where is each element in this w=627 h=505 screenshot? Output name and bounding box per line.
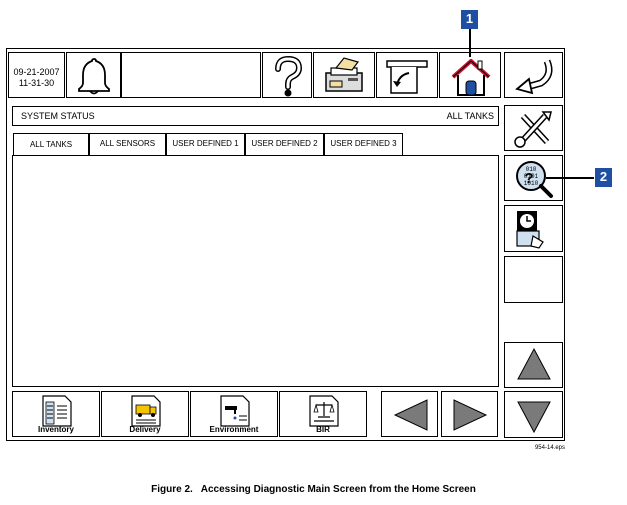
scroll-up-button[interactable]: [504, 342, 563, 388]
environment-button[interactable]: Environment: [190, 391, 278, 437]
inventory-report-icon: [42, 395, 72, 427]
delivery-label: Delivery: [129, 425, 161, 434]
svg-text:?: ?: [524, 170, 533, 187]
callout-2-line: [546, 177, 594, 179]
tab-all-sensors[interactable]: ALL SENSORS: [89, 133, 166, 155]
bell-icon: [78, 58, 110, 95]
tab-user-defined-2[interactable]: USER DEFINED 2: [245, 133, 324, 155]
paper-feed-button[interactable]: [376, 52, 438, 98]
svg-text:0101: 0101: [524, 173, 539, 180]
callout-1-line: [469, 29, 471, 57]
environment-faucet-icon: [220, 395, 250, 427]
printer-icon: [325, 57, 363, 92]
callout-1: 1: [461, 10, 478, 29]
clock-report-icon: [516, 211, 544, 249]
tab-user-defined-1[interactable]: USER DEFINED 1: [166, 133, 245, 155]
tank-status-panel: [12, 155, 499, 387]
inventory-button[interactable]: Inventory: [12, 391, 100, 437]
back-button[interactable]: [504, 52, 563, 98]
home-icon: [451, 59, 491, 96]
reports-button[interactable]: [504, 205, 563, 252]
time-text: 11-31-30: [18, 78, 55, 88]
next-button[interactable]: [441, 391, 498, 437]
print-button[interactable]: [313, 52, 375, 98]
setup-button[interactable]: [504, 105, 563, 151]
figure-id: 954-14.eps: [534, 445, 565, 451]
question-mark-icon: [275, 55, 303, 97]
environment-label: Environment: [209, 425, 259, 434]
callout-2: 2: [595, 168, 612, 187]
svg-text:1010: 1010: [524, 180, 539, 187]
status-scope: ALL TANKS: [446, 111, 494, 121]
status-title: SYSTEM STATUS: [21, 111, 95, 121]
svg-text:010: 010: [526, 166, 537, 173]
left-arrow-icon: [393, 399, 428, 431]
date-time-display: 09-21-2007 11-31-30: [8, 52, 65, 98]
tab-user-defined-3[interactable]: USER DEFINED 3: [324, 133, 403, 155]
delivery-truck-icon: [131, 395, 161, 427]
previous-button[interactable]: [381, 391, 438, 437]
alarm-button[interactable]: [66, 52, 121, 98]
status-bar: SYSTEM STATUS ALL TANKS: [12, 106, 499, 126]
date-text: 09-21-2007: [13, 67, 60, 77]
up-arrow-icon: [517, 347, 551, 380]
bir-button[interactable]: BIR: [279, 391, 367, 437]
paper-feed-icon: [386, 60, 428, 94]
delivery-button[interactable]: Delivery: [101, 391, 189, 437]
back-arrow-icon: [515, 59, 553, 95]
right-arrow-icon: [453, 399, 488, 431]
blank-side-button[interactable]: [504, 256, 563, 303]
tab-all-tanks[interactable]: ALL TANKS: [13, 133, 89, 156]
screen-frame: [6, 48, 565, 441]
tools-icon: [514, 111, 552, 148]
scroll-down-button[interactable]: [504, 391, 563, 438]
inventory-label: Inventory: [37, 425, 74, 434]
status-message-area: [121, 52, 261, 98]
diagnostic-magnifier-icon: 010 0101 1010 ?: [516, 161, 553, 198]
home-button[interactable]: [439, 52, 501, 98]
bir-scale-icon: [309, 395, 339, 427]
help-button[interactable]: [262, 52, 312, 98]
down-arrow-icon: [517, 401, 551, 434]
bir-label: BIR: [316, 425, 330, 434]
figure-caption: Figure 2. Accessing Diagnostic Main Scre…: [151, 484, 476, 495]
